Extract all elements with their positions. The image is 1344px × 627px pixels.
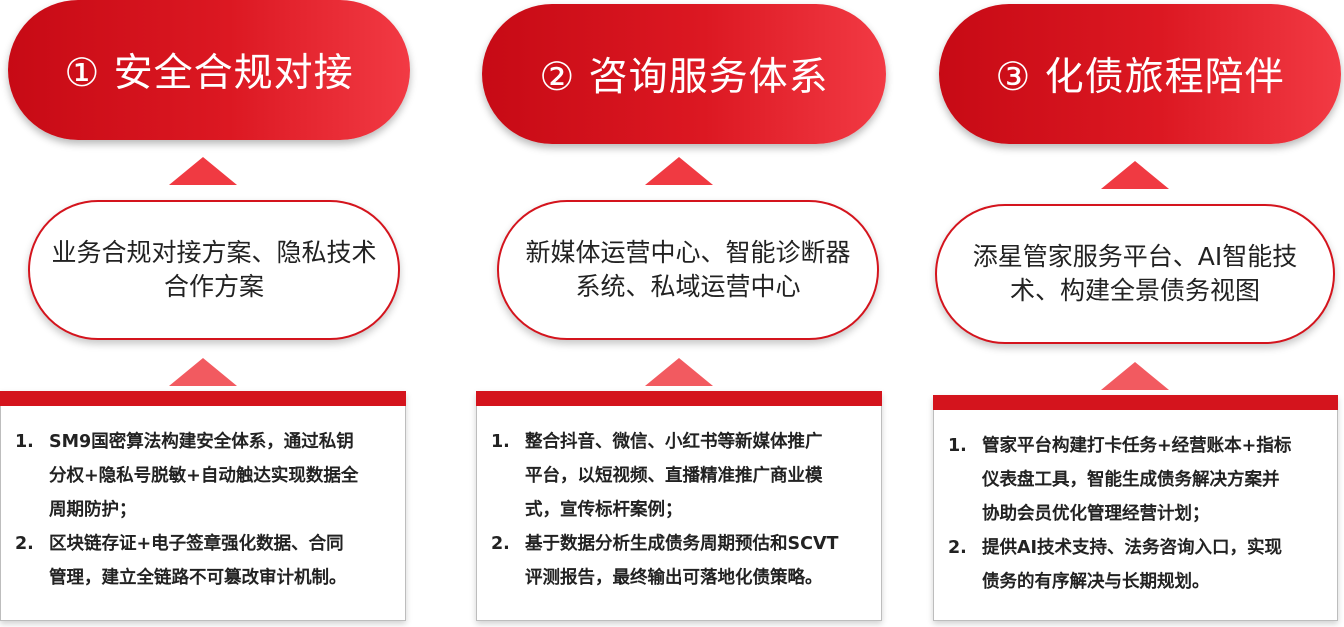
up-arrow-icon (645, 358, 713, 386)
list-item-number: 1. (491, 432, 510, 452)
summary-line: 新媒体运营中心、智能诊断器 (525, 238, 851, 267)
up-arrow-icon (169, 157, 237, 185)
detail-box: 1. SM9国密算法构建安全体系，通过私钥 分权+隐私号脱敏+自动触达实现数据全… (0, 391, 406, 621)
list-item-number: 2. (15, 534, 34, 554)
list-item-line: 基于数据分析生成债务周期预估和SCVT (525, 534, 839, 554)
list-item: 2. 基于数据分析生成债务周期预估和SCVT 评测报告，最终输出可落地化债策略。 (491, 527, 875, 595)
list-item-line: SM9国密算法构建安全体系，通过私钥 (49, 432, 354, 452)
list-item: 1. 管家平台构建打卡任务+经营账本+指标 仪表盘工具，智能生成债务解决方案并 … (948, 429, 1331, 531)
list-item-line: 协助会员优化管理经营计划； (982, 504, 1210, 524)
list-item-number: 1. (15, 432, 34, 452)
summary-line: 系统、私域运营中心 (575, 272, 801, 301)
list-item: 2. 提供AI技术支持、法务咨询入口，实现 债务的有序解决与长期规划。 (948, 531, 1331, 599)
step-title: ① 安全合规对接 (64, 51, 354, 96)
list-item-line: 整合抖音、微信、小红书等新媒体推广 (525, 432, 823, 452)
list-item-number: 1. (948, 436, 967, 456)
summary-line: 添星管家服务平台、AI智能技 (972, 242, 1298, 271)
step-title: ② 咨询服务体系 (539, 55, 829, 100)
summary-line: 业务合规对接方案、隐私技术 (51, 238, 377, 267)
list-item-line: 分权+隐私号脱敏+自动触达实现数据全 (49, 466, 359, 486)
list-item-line: 平台，以短视频、直播精准推广商业模 (525, 466, 823, 486)
list-item-line: 债务的有序解决与长期规划。 (982, 572, 1210, 592)
list-item: 1. SM9国密算法构建安全体系，通过私钥 分权+隐私号脱敏+自动触达实现数据全… (15, 425, 399, 527)
up-arrow-icon (1101, 161, 1169, 189)
summary-oval: 添星管家服务平台、AI智能技 术、构建全景债务视图 (935, 204, 1335, 344)
summary-line: 术、构建全景债务视图 (1009, 276, 1260, 305)
column-1: ① 安全合规对接 业务合规对接方案、隐私技术 合作方案 1. SM9国密算法构建… (0, 0, 420, 627)
list-item-number: 2. (491, 534, 510, 554)
list-item-line: 管家平台构建打卡任务+经营账本+指标 (982, 436, 1292, 456)
list-item-line: 周期防护； (49, 500, 137, 520)
detail-box: 1. 整合抖音、微信、小红书等新媒体推广 平台，以短视频、直播精准推广商业模 式… (476, 391, 882, 621)
detail-box: 1. 管家平台构建打卡任务+经营账本+指标 仪表盘工具，智能生成债务解决方案并 … (933, 395, 1338, 621)
summary-oval: 新媒体运营中心、智能诊断器 系统、私域运营中心 (497, 200, 879, 340)
detail-box-header-bar (476, 391, 882, 406)
summary-line: 合作方案 (163, 272, 264, 301)
list-item-line: 提供AI技术支持、法务咨询入口，实现 (982, 538, 1283, 558)
up-arrow-icon (169, 358, 237, 386)
list-item-line: 评测报告，最终输出可落地化债策略。 (525, 568, 823, 588)
detail-box-header-bar (933, 395, 1338, 410)
list-item-line: 管理，建立全链路不可篡改审计机制。 (49, 568, 347, 588)
list-item: 1. 整合抖音、微信、小红书等新媒体推广 平台，以短视频、直播精准推广商业模 式… (491, 425, 875, 527)
detail-list: 1. 管家平台构建打卡任务+经营账本+指标 仪表盘工具，智能生成债务解决方案并 … (948, 429, 1331, 599)
column-2: ② 咨询服务体系 新媒体运营中心、智能诊断器 系统、私域运营中心 1. 整合抖音… (476, 4, 886, 621)
list-item-line: 仪表盘工具，智能生成债务解决方案并 (982, 470, 1280, 490)
step-title-pill: ① 安全合规对接 (8, 0, 410, 140)
detail-box-header-bar (0, 391, 406, 406)
up-arrow-icon (1101, 362, 1169, 390)
step-title: ③ 化债旅程陪伴 (995, 55, 1285, 100)
detail-list: 1. 整合抖音、微信、小红书等新媒体推广 平台，以短视频、直播精准推广商业模 式… (491, 425, 875, 595)
step-title-pill: ② 咨询服务体系 (482, 4, 886, 144)
list-item: 2. 区块链存证+电子签章强化数据、合同 管理，建立全链路不可篡改审计机制。 (15, 527, 399, 595)
list-item-line: 区块链存证+电子签章强化数据、合同 (49, 534, 344, 554)
detail-list: 1. SM9国密算法构建安全体系，通过私钥 分权+隐私号脱敏+自动触达实现数据全… (15, 425, 399, 595)
up-arrow-icon (645, 157, 713, 185)
summary-oval: 业务合规对接方案、隐私技术 合作方案 (28, 200, 400, 340)
list-item-number: 2. (948, 538, 967, 558)
list-item-line: 式，宣传标杆案例； (525, 500, 683, 520)
step-title-pill: ③ 化债旅程陪伴 (939, 4, 1341, 144)
